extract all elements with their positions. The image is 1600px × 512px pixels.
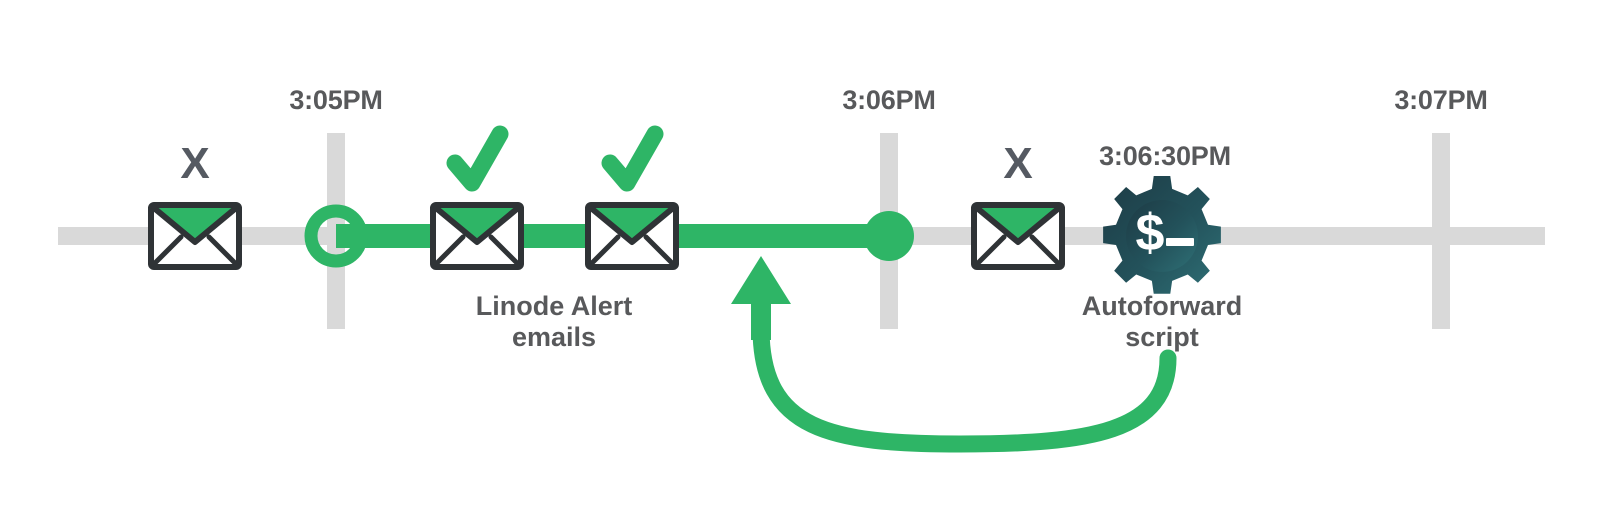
marker-ring-305 (304, 204, 368, 268)
autoforward-label-line2: script (1125, 322, 1199, 352)
envelope-icon (585, 202, 679, 270)
x-mark-icon: X (180, 139, 209, 188)
tick-label-306: 3:06PM (842, 85, 935, 115)
tick-label-305: 3:05PM (289, 85, 382, 115)
autoforward-timestamp: 3:06:30PM (1099, 141, 1231, 171)
check-mark-icon (446, 125, 509, 192)
marker-dot-306 (864, 211, 914, 261)
svg-text:$: $ (1136, 204, 1165, 262)
autoforward-feedback-arrow (731, 256, 1177, 453)
linode-alert-label-line1: Linode Alert (476, 291, 633, 321)
tick-gridline-307 (1432, 133, 1450, 329)
envelope-icon (430, 202, 524, 270)
envelope-icon (971, 202, 1065, 270)
autoforward-label-line1: Autoforward (1082, 291, 1242, 321)
linode-alert-label-line2: emails (512, 322, 596, 352)
x-mark-icon: X (1003, 139, 1032, 188)
check-mark-icon (601, 125, 664, 192)
envelope-icon (148, 202, 242, 270)
tick-label-307: 3:07PM (1394, 85, 1487, 115)
gear-terminal-icon: $ (1103, 176, 1221, 294)
